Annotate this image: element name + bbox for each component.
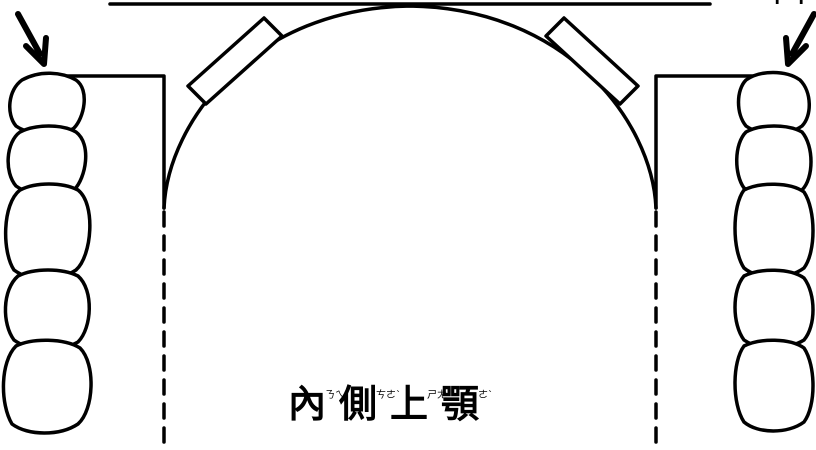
left-teeth — [3, 73, 91, 433]
caption-char: 上 ㄕㄤˋ — [390, 384, 441, 424]
caption-char-reading: ㄋㄟˋ — [325, 390, 337, 401]
right-tooth — [735, 270, 813, 347]
left-arrow — [18, 14, 46, 64]
left-appliance-pad — [188, 18, 282, 104]
caption-char: 內 ㄋㄟˋ — [288, 384, 339, 424]
caption-char: 側 ㄘㄜˋ — [339, 384, 390, 424]
caption-char-reading: ㄜˋ — [478, 390, 490, 401]
right-appliance-pad — [546, 18, 638, 104]
corner-text: 上上 — [766, 0, 814, 4]
caption-char-base: 上 — [390, 384, 427, 424]
right-teeth — [735, 73, 813, 432]
left-tooth — [3, 340, 91, 433]
caption-char: 顎 ㄜˋ — [441, 384, 492, 424]
caption-inner-maxilla: 內 ㄋㄟˋ 側 ㄘㄜˋ 上 ㄕㄤˋ 顎 ㄜˋ — [288, 384, 492, 424]
left-tooth — [6, 184, 90, 279]
right-arrow — [786, 14, 814, 64]
caption-char-reading: ㄘㄜˋ — [376, 390, 388, 401]
right-tooth — [735, 340, 813, 431]
caption-char-base: 顎 — [441, 384, 478, 424]
right-tooth — [735, 184, 813, 277]
caption-char-base: 側 — [339, 384, 376, 424]
caption-char-base: 內 — [288, 384, 325, 424]
caption-char-reading: ㄕㄤˋ — [427, 390, 439, 401]
left-tooth — [5, 270, 89, 349]
